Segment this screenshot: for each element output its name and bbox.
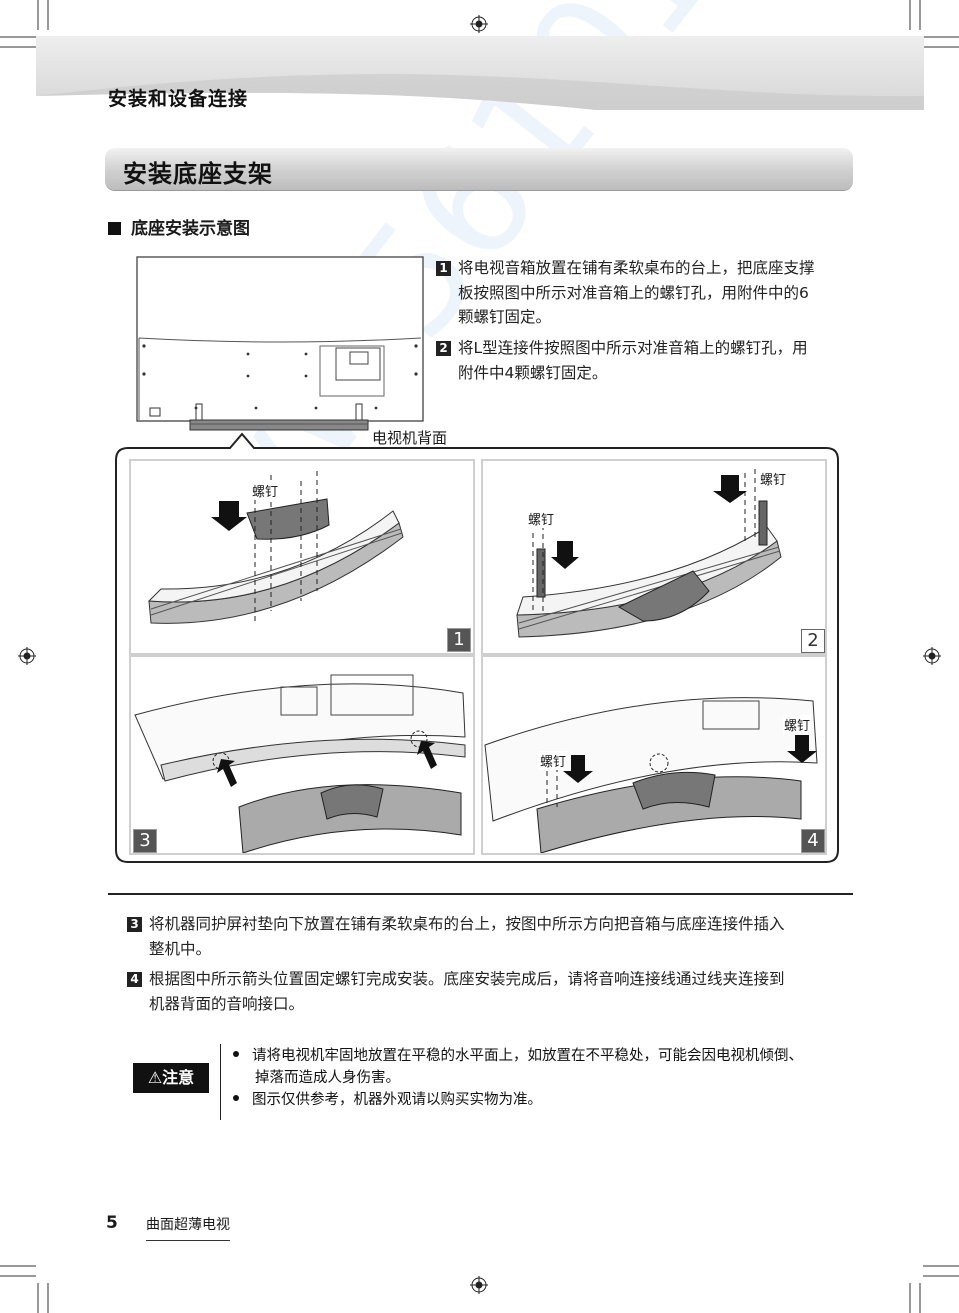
- step-number: 2: [436, 341, 451, 356]
- tv-back-label: 电视机背面: [372, 429, 448, 447]
- caution-badge: ⚠注意: [133, 1063, 209, 1093]
- divider: [108, 893, 853, 895]
- step-number: 1: [436, 261, 451, 276]
- page-heading: 安装底座支架: [123, 160, 273, 188]
- screw-callout: 螺钉: [783, 715, 812, 734]
- diagram-panel-3: 3: [129, 655, 475, 855]
- bullet-icon: [233, 1051, 239, 1057]
- registration-mark-bottom: [470, 1276, 488, 1294]
- panel-number: 3: [133, 829, 157, 853]
- step-number: 4: [127, 972, 142, 987]
- caution-divider: [220, 1044, 221, 1120]
- page-number: 5: [106, 1213, 118, 1233]
- square-bullet-icon: [108, 222, 121, 235]
- step-number: 3: [127, 917, 142, 932]
- title-bar: 安装底座支架: [105, 148, 853, 190]
- subheading: 底座安装示意图: [108, 214, 250, 239]
- screw-callout: 螺钉: [527, 509, 556, 528]
- footer-title: 曲面超薄电视: [146, 1214, 230, 1241]
- screw-callout: 螺钉: [251, 481, 280, 500]
- screw-callout: 螺钉: [759, 469, 788, 488]
- caution-item-1: 请将电视机牢固地放置在平稳的水平面上，如放置在不平稳处，可能会因电视机倾倒、 掉…: [233, 1045, 853, 1089]
- diagram-panel-1: 螺钉 1: [129, 459, 475, 655]
- header-band: [36, 36, 924, 110]
- diagram-panel-2: 螺钉 螺钉 2: [481, 459, 827, 655]
- registration-mark-right: [923, 647, 941, 665]
- section-title: 安装和设备连接: [108, 88, 249, 110]
- bullet-icon: [233, 1095, 239, 1101]
- caution-item-2: 图示仅供参考，机器外观请以购买实物为准。: [233, 1089, 853, 1111]
- diagram-panel-4: 螺钉 螺钉 4: [481, 655, 827, 855]
- panel-number: 2: [801, 629, 825, 653]
- screw-callout: 螺钉: [539, 751, 568, 770]
- registration-mark-top: [470, 15, 488, 33]
- tv-back-illustration: [136, 256, 424, 431]
- registration-mark-left: [18, 647, 36, 665]
- panel-number: 4: [801, 829, 825, 853]
- panel-number: 1: [447, 628, 471, 652]
